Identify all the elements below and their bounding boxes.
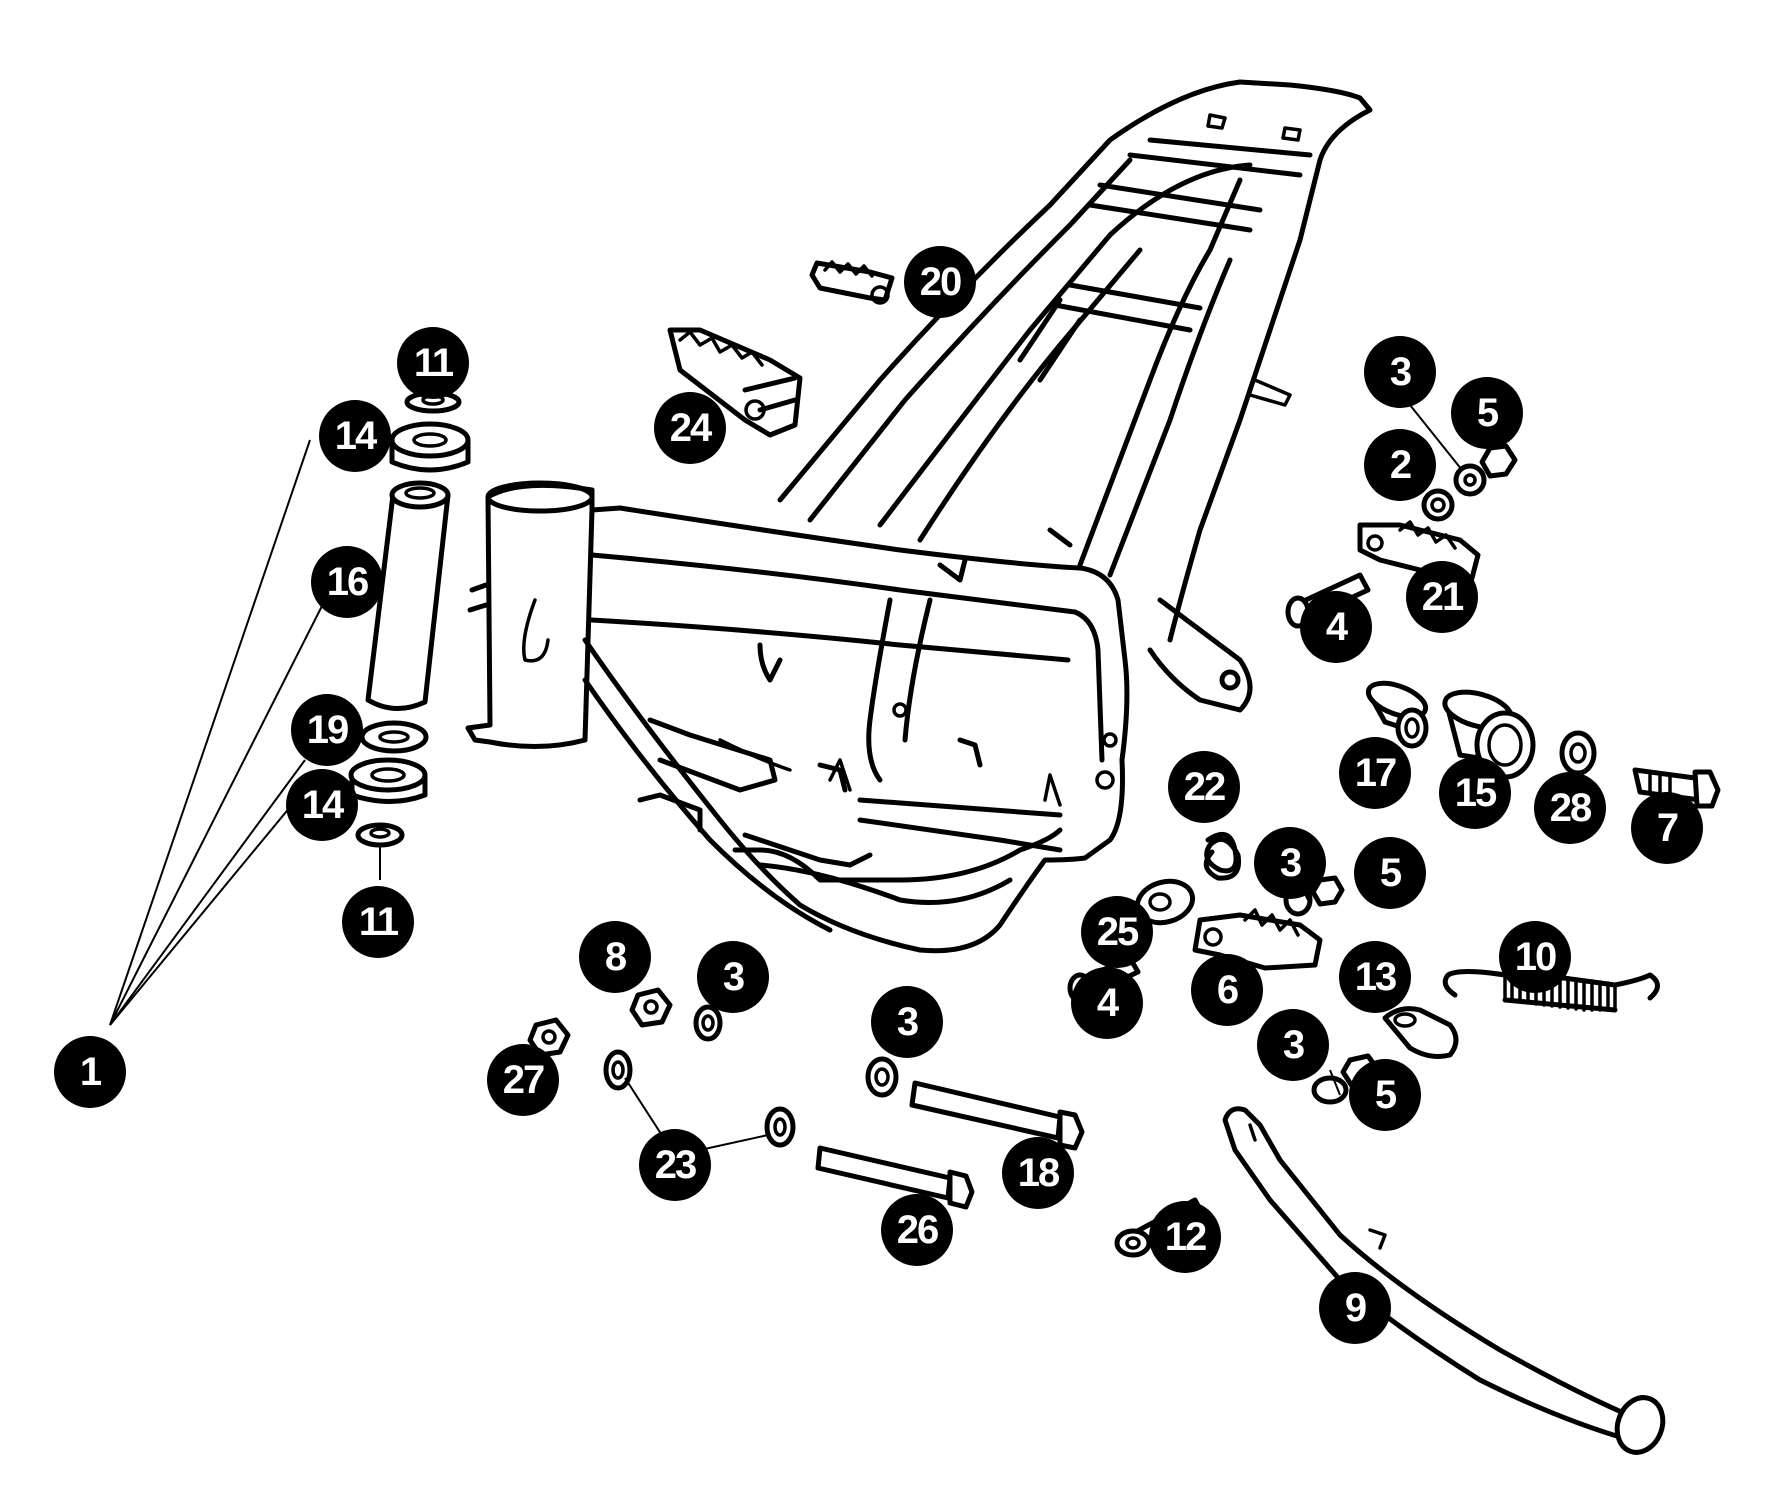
callout-5: 5	[1354, 837, 1426, 909]
callout-4: 4	[1071, 967, 1143, 1039]
svg-text:11: 11	[414, 341, 454, 385]
svg-text:20: 20	[920, 260, 961, 304]
svg-text:21: 21	[1422, 575, 1464, 619]
spring-10	[1442, 969, 1660, 1001]
callout-26: 26	[881, 1194, 953, 1266]
svg-text:4: 4	[1097, 981, 1120, 1025]
steering-tube	[365, 492, 451, 711]
washer-3a	[1453, 463, 1487, 497]
svg-text:26: 26	[897, 1208, 938, 1252]
callout-3: 3	[697, 941, 769, 1013]
callout-6: 6	[1191, 954, 1263, 1026]
callout-5: 5	[1451, 377, 1523, 449]
svg-text:3: 3	[1283, 1023, 1304, 1067]
callout-7: 7	[1631, 792, 1703, 864]
nut-8	[629, 987, 673, 1028]
spring-22	[1203, 831, 1242, 881]
callout-1: 1	[54, 1036, 126, 1108]
svg-text:16: 16	[327, 560, 368, 604]
washer-23a	[603, 1049, 633, 1091]
svg-text:10: 10	[1515, 935, 1556, 979]
callout-11: 11	[342, 886, 414, 958]
bracket-13	[1382, 1006, 1459, 1059]
washer-3e	[1311, 1075, 1349, 1105]
nut-5b	[1310, 875, 1345, 907]
callout-11: 11	[397, 327, 469, 399]
svg-text:5: 5	[1375, 1073, 1397, 1117]
svg-text:23: 23	[655, 1143, 696, 1187]
side-stand	[1222, 1106, 1653, 1443]
washer-2	[1421, 488, 1455, 522]
callout-20: 20	[904, 246, 976, 318]
callout-15: 15	[1439, 757, 1511, 829]
svg-text:11: 11	[359, 900, 399, 944]
svg-text:28: 28	[1550, 786, 1592, 830]
svg-text:14: 14	[302, 783, 345, 827]
svg-text:24: 24	[670, 406, 713, 450]
svg-text:5: 5	[1380, 851, 1402, 895]
svg-text:9: 9	[1345, 1286, 1366, 1330]
bolt-18	[909, 1080, 1063, 1141]
callout-10: 10	[1499, 921, 1571, 993]
svg-text:19: 19	[307, 708, 348, 752]
svg-text:15: 15	[1455, 771, 1497, 815]
dust-seal	[359, 720, 429, 754]
callout-27: 27	[487, 1044, 559, 1116]
svg-text:13: 13	[1355, 955, 1396, 999]
svg-text:4: 4	[1326, 605, 1349, 649]
callout-14: 14	[286, 769, 358, 841]
callout-8: 8	[579, 921, 651, 993]
callout-17: 17	[1339, 737, 1411, 809]
callout-2: 2	[1364, 429, 1436, 501]
svg-text:3: 3	[1280, 841, 1301, 885]
callout-14: 14	[319, 400, 391, 472]
callout-5: 5	[1349, 1059, 1421, 1131]
svg-text:25: 25	[1097, 910, 1139, 954]
svg-text:7: 7	[1657, 806, 1678, 850]
svg-text:18: 18	[1018, 1151, 1060, 1195]
svg-text:8: 8	[605, 935, 627, 979]
callout-13: 13	[1339, 941, 1411, 1013]
washer-3c	[693, 1004, 723, 1042]
svg-text:12: 12	[1165, 1215, 1206, 1259]
main-frame	[465, 79, 1373, 954]
bolt-26	[815, 1145, 953, 1201]
svg-text:5: 5	[1477, 391, 1499, 435]
washer-28	[1559, 730, 1597, 776]
callout-3: 3	[1254, 827, 1326, 899]
callout-3: 3	[871, 986, 943, 1058]
svg-text:6: 6	[1217, 968, 1238, 1012]
washer-23b	[764, 1106, 796, 1148]
callout-9: 9	[1319, 1272, 1391, 1344]
washer-3d	[865, 1056, 899, 1098]
callout-18: 18	[1002, 1137, 1074, 1209]
callout-16: 16	[311, 546, 383, 618]
svg-text:14: 14	[335, 414, 378, 458]
svg-text:3: 3	[897, 1000, 918, 1044]
callouts: 20 11 24 14 3 5 2 16 21 4 19 17 15 28 7 …	[54, 246, 1703, 1344]
nut-27	[527, 1017, 571, 1058]
callout-24: 24	[654, 392, 726, 464]
callout-4: 4	[1300, 591, 1372, 663]
parts	[348, 260, 1721, 1455]
callout-21: 21	[1406, 561, 1478, 633]
svg-text:3: 3	[723, 955, 744, 999]
callout-19: 19	[291, 694, 363, 766]
svg-text:1: 1	[80, 1050, 102, 1094]
callout-23: 23	[639, 1129, 711, 1201]
callout-25: 25	[1081, 896, 1153, 968]
svg-text:17: 17	[1355, 751, 1396, 795]
callout-28: 28	[1534, 772, 1606, 844]
callout-3: 3	[1364, 336, 1436, 408]
svg-text:2: 2	[1390, 443, 1411, 487]
callout-12: 12	[1149, 1201, 1221, 1273]
svg-text:3: 3	[1390, 350, 1411, 394]
svg-text:27: 27	[503, 1058, 544, 1102]
svg-text:22: 22	[1184, 765, 1225, 809]
leader-lines	[109, 404, 1463, 1151]
callout-22: 22	[1168, 751, 1240, 823]
nut-5a	[1479, 443, 1518, 479]
callout-3: 3	[1257, 1009, 1329, 1081]
